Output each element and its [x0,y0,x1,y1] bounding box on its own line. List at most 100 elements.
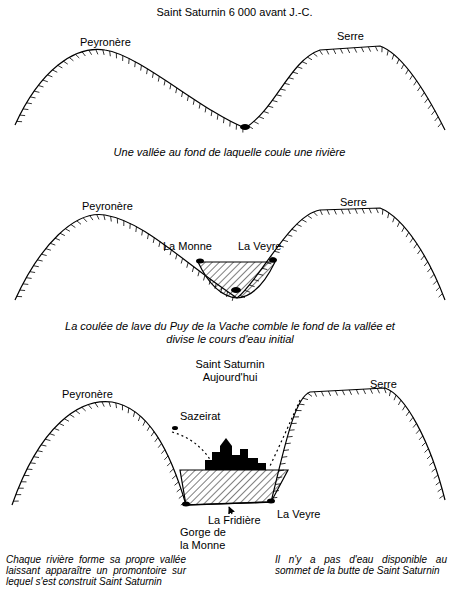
note-text: Il n'y a pas d'eau disponible au sommet … [275,554,447,576]
hatch-tick [381,47,382,52]
hatch-tick [155,437,158,441]
hatch-tick [164,456,168,460]
hatch-tick [135,227,137,232]
hatch-tick [69,57,73,60]
hatch-tick [272,100,277,101]
hatch-tick [217,114,219,119]
hatch-tick [406,232,409,237]
hatch-tick [43,80,48,82]
hatch-tick [436,287,440,291]
river-label: La Veyre [277,508,320,521]
hatch-tick [431,111,434,115]
hatch-tick [303,398,308,399]
hatch-tick [363,389,365,394]
hatch-tick [287,436,292,438]
hatch-tick [419,436,423,440]
mountain-profile [15,49,245,128]
village-silhouette [205,438,266,470]
diagram-title: Saint Saturnin 6 000 avant J.-C. [2,6,455,19]
hatch-tick [347,48,349,53]
hatch-tick [425,98,428,102]
river-dot [231,287,241,293]
hatch-tick [175,482,179,486]
hatch-tick [428,105,431,109]
river-dot [240,124,250,130]
hatch-tick [410,417,413,421]
hatch-tick [259,117,264,119]
hatch-tick [30,97,35,98]
hatch-tick [327,210,329,215]
hatch-tick [297,224,302,226]
hatch-tick [417,250,420,254]
hatch-tick [282,456,287,458]
hatch-tick [292,229,297,231]
hatch-tick [60,233,65,235]
hatch-tick [147,426,150,431]
panel-caption: La coulée de lave du Puy de la Vache com… [65,320,395,345]
hatch-tick [110,216,112,221]
hatch-tick [333,49,335,54]
hatch-tick [21,481,26,482]
hatch-tick [182,92,183,97]
hatch-tick [211,111,213,116]
hatch-tick [52,70,57,72]
hatch-tick [143,421,145,426]
hatch-tick [193,99,194,104]
hatch-tick [406,70,409,75]
hatch-tick [152,73,154,78]
hatch-tick [170,469,174,473]
hatch-tick [355,209,357,214]
hatch-tick [313,53,317,56]
hatch-tick [335,391,337,396]
hatch-tick [198,271,199,276]
river-dot [196,259,204,264]
hatch-tick [413,423,416,427]
hatch-tick [394,395,396,400]
hatch-tick [289,429,294,430]
hatch-tick [284,449,289,451]
hatch-tick [393,217,395,222]
hatch-tick [24,475,29,476]
hatch-tick [109,402,111,407]
hatch-tick [340,49,342,54]
hatch-tick [254,280,259,281]
hamlet-label: Sazeirat [180,410,220,423]
hatch-tick [58,65,63,68]
hatch-tick [429,462,433,466]
hatch-tick [308,393,312,396]
mountain-label: Serre [337,30,364,43]
hatch-tick [438,488,442,491]
hatch-tick [34,266,39,267]
hatch-tick [328,391,330,396]
hatch-tick [226,292,227,297]
hatch-tick [102,402,104,407]
river-label: La Veyre [238,240,281,253]
hatch-tick [176,88,177,93]
hatch-tick [245,290,250,292]
hatch-tick [397,59,399,64]
river-dot [267,499,275,504]
hatch-tick [55,238,60,240]
hatch-tick [128,59,129,64]
hatch-tick [266,263,271,264]
hatch-tick [410,75,413,80]
hatch-tick [414,81,417,85]
hatch-tick [354,48,356,53]
hatch-tick [280,89,285,90]
hatch-tick [296,410,301,411]
hatch-tick [71,225,75,228]
hatch-tick [50,243,55,245]
hatch-tick [326,50,328,55]
hatch-tick [128,408,130,413]
hatch-tick [90,216,93,220]
river-dot [182,502,190,507]
hatch-tick [41,445,46,446]
mountain-profile [12,402,186,505]
river-dot [269,258,277,263]
hatch-tick [46,249,51,251]
hatch-tick [236,124,237,129]
hatch-tick [288,78,293,79]
hatch-tick [88,405,91,409]
hatch-tick [59,423,64,425]
hatch-tick [432,468,436,471]
